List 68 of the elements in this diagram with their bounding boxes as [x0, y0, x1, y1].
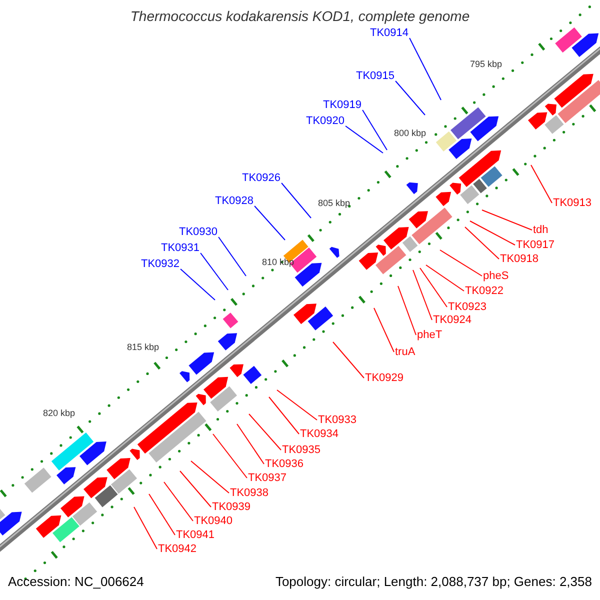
gene-label: TK0929	[365, 371, 404, 385]
leader-line	[362, 110, 388, 150]
leader-line	[190, 460, 230, 494]
leader-line	[180, 268, 216, 300]
gene-label: TK0915	[356, 69, 395, 83]
leader-line	[395, 80, 426, 116]
gene-label: TK0941	[176, 528, 215, 542]
scale-label: 795 kbp	[470, 58, 502, 71]
gene-label: TK0926	[242, 171, 281, 185]
leader-line	[482, 210, 532, 230]
leader-line	[332, 342, 364, 378]
gene-label: TK0924	[433, 313, 472, 327]
leader-line	[426, 264, 464, 292]
gene-label: tdh	[533, 223, 548, 237]
leader-line	[464, 226, 500, 260]
leader-line	[398, 286, 416, 336]
leader-line	[218, 236, 246, 276]
gene-label: TK0922	[465, 284, 504, 298]
leader-line	[254, 206, 286, 240]
gene-label: TK0931	[161, 241, 200, 255]
gene-label: TK0923	[448, 300, 487, 314]
gene-label: TK0928	[215, 194, 254, 208]
scale-label: 820 kbp	[43, 407, 76, 420]
gene-label: TK0935	[282, 443, 321, 457]
gene-label: TK0936	[265, 457, 304, 471]
gene-label: TK0919	[323, 98, 362, 112]
leader-line	[470, 220, 516, 246]
gene-label: TK0938	[230, 486, 269, 500]
leader-line	[212, 434, 248, 478]
scale-label: 805 kbp	[318, 197, 350, 210]
gene-label: TK0940	[194, 514, 233, 528]
leader-line	[374, 308, 394, 352]
accession-text: Accession: NC_006624	[8, 575, 144, 589]
gene-label: truA	[395, 345, 416, 359]
leader-line	[276, 390, 318, 420]
leader-line	[409, 38, 442, 100]
leader-line	[420, 268, 448, 308]
leader-line	[248, 414, 282, 450]
leader-line	[236, 424, 264, 464]
gene-label: TK0939	[212, 500, 251, 514]
gene-label: TK0930	[179, 225, 218, 239]
leader-line	[164, 482, 194, 522]
leader-line	[268, 396, 300, 434]
leader-line	[412, 270, 432, 320]
gene-label: TK0933	[318, 413, 357, 427]
gene-label: TK0932	[141, 257, 180, 271]
leader-line	[134, 506, 158, 550]
gene-label: pheS	[483, 269, 509, 283]
gene-label: TK0917	[516, 238, 555, 252]
genome-info-text: Topology: circular; Length: 2,088,737 bp; Genes: 2,358	[275, 575, 592, 589]
gene-label: TK0934	[300, 427, 339, 441]
leader-line	[281, 182, 312, 218]
gene-label: TK0918	[500, 252, 539, 266]
gene-label: pheT	[417, 328, 442, 342]
leader-line	[148, 494, 176, 536]
leader-line	[345, 126, 384, 154]
leader-line	[530, 164, 552, 204]
scale-label: 800 kbp	[394, 127, 426, 140]
leader-line	[200, 252, 228, 290]
gene-label: TK0913	[553, 196, 592, 210]
leader-line	[440, 250, 482, 276]
leader-line	[180, 470, 212, 508]
gene-label: TK0914	[370, 26, 409, 40]
gene-label: TK0942	[158, 542, 197, 556]
title: Thermococcus kodakarensis KOD1, complete genome	[129, 9, 471, 23]
gene-label: TK0920	[306, 114, 345, 128]
gene-label: TK0937	[248, 471, 287, 485]
scale-label: 815 kbp	[127, 341, 160, 354]
